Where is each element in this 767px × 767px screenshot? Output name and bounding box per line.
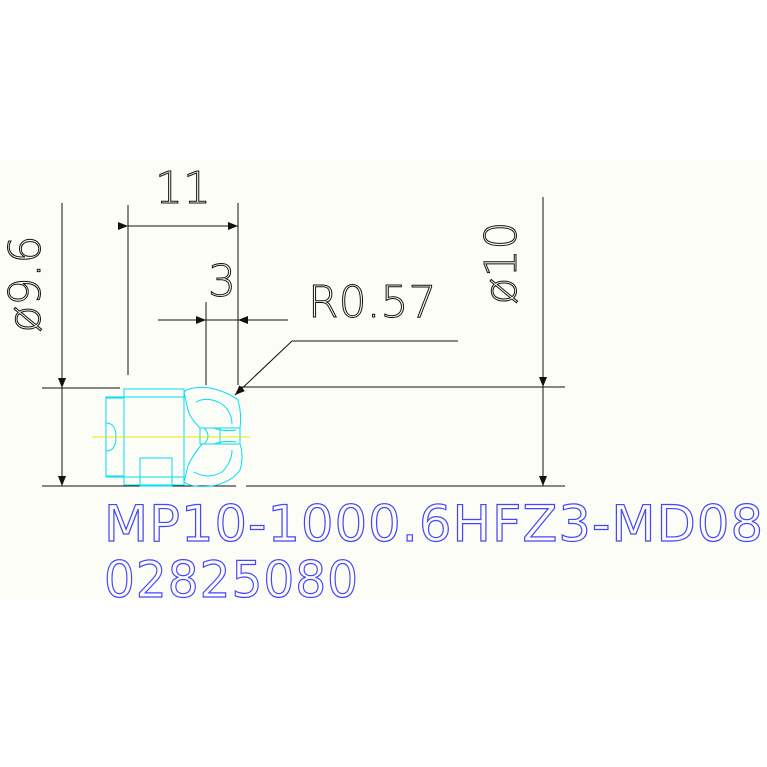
flute-profile-bottom — [183, 443, 243, 487]
dimension-length-3: 3 — [158, 256, 288, 385]
flute-inner-curve-1 — [195, 398, 233, 425]
flute-profile-top — [183, 387, 242, 429]
radius-leader-diagonal — [234, 340, 293, 396]
dimension-diameter-9-6: ø9.6 — [0, 203, 236, 487]
dimension-label-3: 3 — [208, 256, 236, 307]
flute-inner-curve-2 — [193, 449, 233, 477]
dimension-label-11: 11 — [155, 163, 211, 214]
dimension-length-11: 11 — [118, 163, 239, 385]
cutter-head-outline — [92, 387, 250, 487]
flute-inner-curve-3 — [203, 427, 209, 445]
dimension-label-radius: R0.57 — [308, 277, 437, 328]
dimension-diameter-10: ø10 — [240, 197, 565, 487]
dimension-label-dia-10: ø10 — [476, 222, 527, 305]
part-number: MP10-1000.6HFZ3-MD08 — [104, 495, 764, 553]
head-key-slot — [139, 457, 173, 487]
flute-inner-curve-4 — [213, 427, 237, 432]
part-code: 02825080 — [104, 551, 359, 609]
dimension-label-dia-9-6: ø9.6 — [0, 236, 51, 333]
flute-inner-curve-5 — [213, 440, 237, 445]
dimension-corner-radius: R0.57 — [234, 277, 458, 396]
